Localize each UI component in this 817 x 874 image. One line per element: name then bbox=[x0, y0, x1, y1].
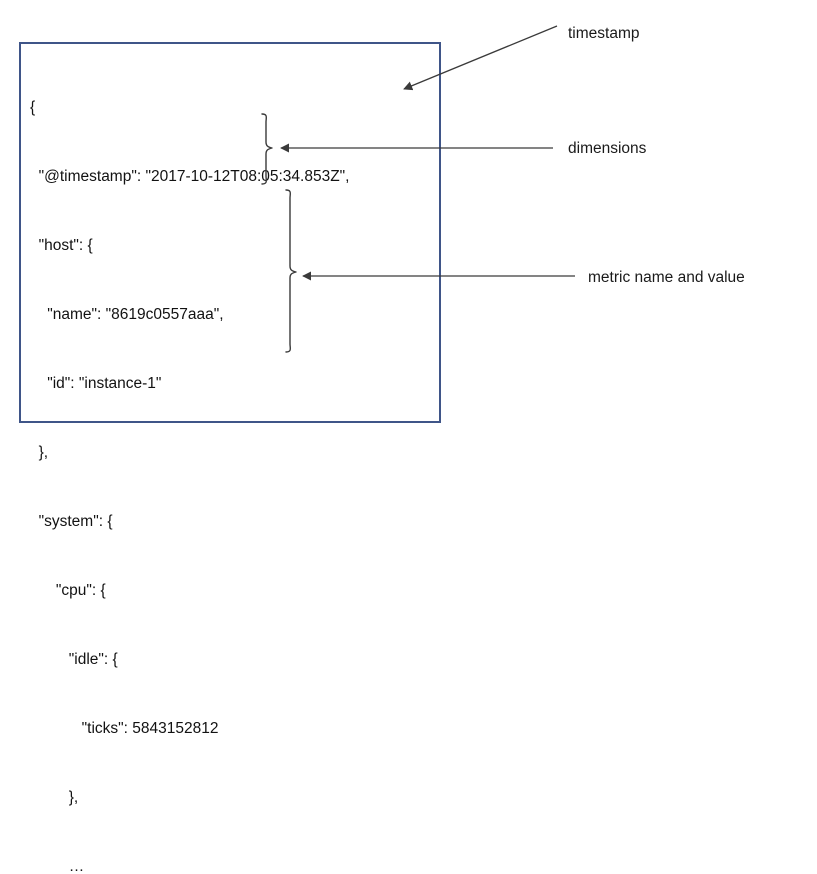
json-document-box bbox=[19, 42, 441, 423]
json-line: … bbox=[30, 858, 85, 874]
json-line: "ticks": 5843152812 bbox=[30, 720, 219, 737]
json-line: "name": "8619c0557aaa", bbox=[30, 306, 224, 323]
json-line: "idle": { bbox=[30, 651, 118, 668]
json-line: "id": "instance-1" bbox=[30, 375, 162, 392]
json-line: }, bbox=[30, 444, 49, 461]
json-line: "system": { bbox=[30, 513, 113, 530]
annotation-label-metric: metric name and value bbox=[588, 269, 745, 286]
json-line: "@timestamp": "2017-10-12T08:05:34.853Z"… bbox=[30, 168, 350, 185]
json-code-block: { "@timestamp": "2017-10-12T08:05:34.853… bbox=[30, 50, 430, 874]
json-line: "host": { bbox=[30, 237, 93, 254]
json-line: { bbox=[30, 99, 36, 116]
json-line: }, bbox=[30, 789, 79, 806]
json-line: "cpu": { bbox=[30, 582, 106, 599]
annotation-label-dimensions: dimensions bbox=[568, 140, 647, 157]
annotation-label-timestamp: timestamp bbox=[568, 25, 640, 42]
figure-canvas: { "@timestamp": "2017-10-12T08:05:34.853… bbox=[19, 25, 745, 874]
